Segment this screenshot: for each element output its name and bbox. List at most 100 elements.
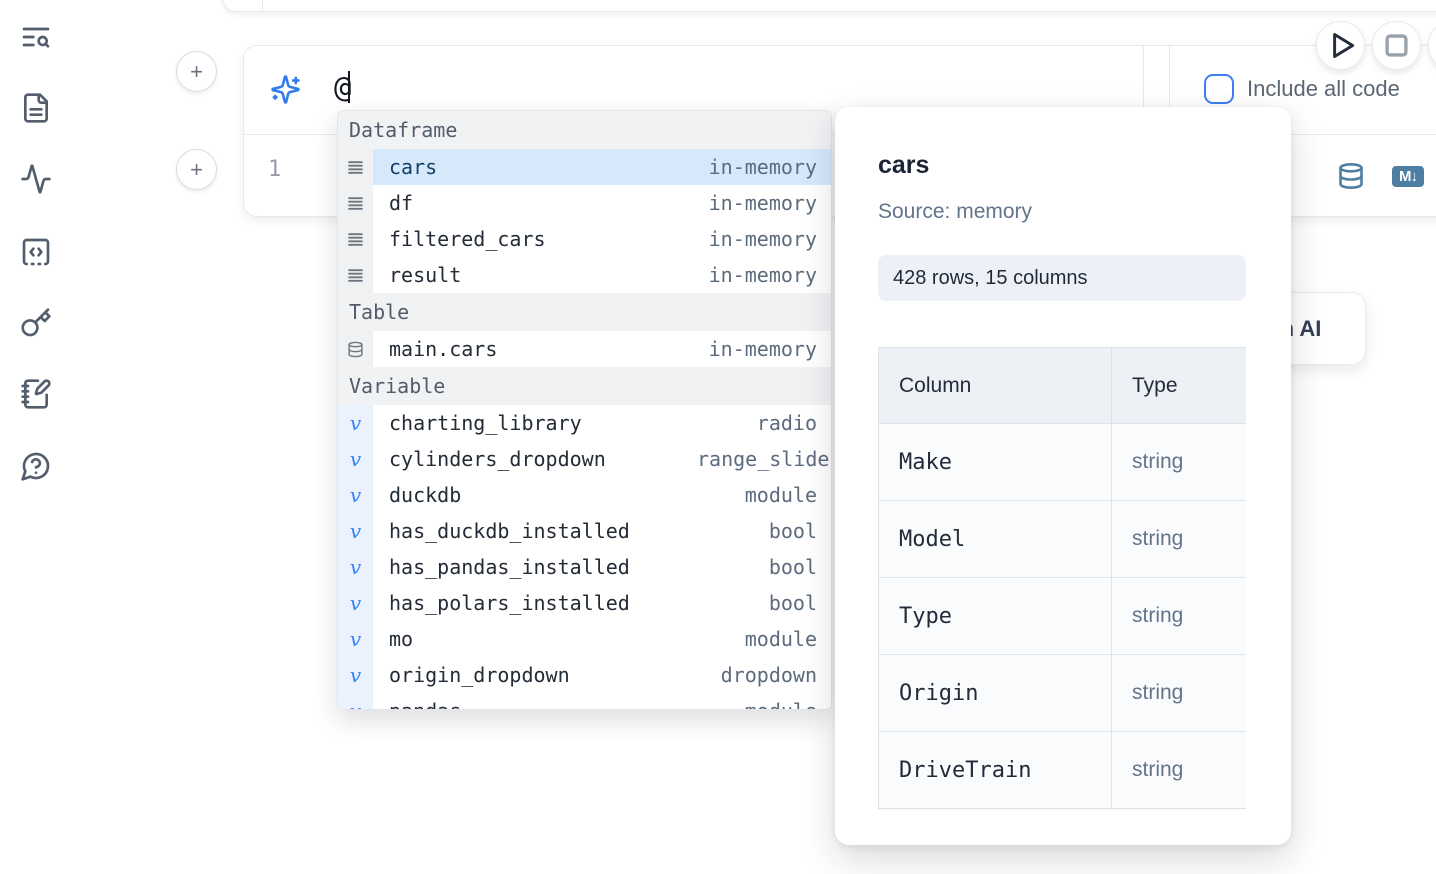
autocomplete-item[interactable]: v pandas module — [338, 693, 831, 709]
preview-source: Source: memory — [878, 200, 1033, 223]
preview-title: cars — [878, 151, 930, 179]
previous-cell-gutter-divider — [262, 0, 263, 11]
autocomplete-item[interactable]: v mo module — [338, 621, 831, 657]
preview-shape-badge: 428 rows, 15 columns — [878, 255, 1246, 301]
autocomplete-item[interactable]: v has_duckdb_installed bool — [338, 513, 831, 549]
section-label: Table — [349, 300, 410, 324]
ai-sparkles-icon — [270, 74, 301, 105]
variable-icon: v — [349, 627, 362, 651]
variable-icon: v — [349, 519, 362, 543]
variable-icon: v — [349, 411, 362, 435]
variable-icon: v — [349, 447, 362, 471]
autocomplete-item[interactable]: v duckdb module — [338, 477, 831, 513]
include-all-code-label: Include all code — [1247, 76, 1400, 101]
item-name: df — [389, 191, 414, 215]
schema-column-type: string — [1111, 577, 1246, 655]
previous-cell-bottom — [222, 0, 1436, 12]
item-type: in-memory — [708, 191, 817, 215]
include-all-code-checkbox[interactable] — [1204, 74, 1234, 104]
item-icon-gutter: v — [338, 185, 373, 221]
schema-column-name: Type — [878, 577, 1112, 655]
autocomplete-item[interactable]: v main.cars in-memory — [338, 331, 831, 367]
item-name: mo — [389, 627, 414, 651]
autocomplete-item[interactable]: v has_pandas_installed bool — [338, 549, 831, 585]
add-cell-button-bottom[interactable]: + — [176, 149, 217, 190]
autocomplete-item[interactable]: v cars in-memory — [338, 149, 831, 185]
item-type: bool — [768, 519, 817, 543]
item-type: bool — [768, 555, 817, 579]
item-type: in-memory — [708, 227, 817, 251]
item-icon-gutter: v — [338, 441, 373, 477]
database-sources-icon[interactable] — [1337, 162, 1365, 190]
schema-column-name: Make — [878, 423, 1112, 501]
ai-prompt-input[interactable]: @ — [334, 70, 352, 104]
stop-kernel-button[interactable] — [1372, 21, 1421, 70]
divider — [1143, 46, 1144, 133]
schema-column-type: string — [1111, 500, 1246, 578]
variable-icon: v — [350, 701, 361, 709]
schema-column-header: Column — [878, 347, 1112, 424]
schema-column-type: string — [1111, 731, 1246, 809]
key-icon[interactable] — [20, 307, 52, 339]
variable-icon: v — [349, 591, 362, 615]
divider — [1169, 46, 1170, 133]
dataframe-preview-panel: cars Source: memory 428 rows, 15 columns… — [835, 107, 1291, 845]
file-text-icon[interactable] — [20, 92, 52, 124]
activity-icon[interactable] — [20, 163, 52, 195]
run-cell-button[interactable] — [1316, 21, 1365, 70]
item-type: module — [744, 627, 817, 651]
item-name: cars — [389, 155, 438, 179]
variable-icon: v — [349, 483, 362, 507]
scratchpad-notebook-icon[interactable] — [20, 378, 52, 410]
autocomplete-item[interactable]: v filtered_cars in-memory — [338, 221, 831, 257]
schema-column-name: Origin — [878, 654, 1112, 732]
left-sidebar — [0, 0, 70, 874]
code-snippets-icon[interactable] — [20, 236, 52, 268]
item-name: has_pandas_installed — [389, 555, 630, 579]
item-name: charting_library — [389, 411, 582, 435]
item-type: dropdown — [720, 663, 817, 687]
item-type: in-memory — [708, 263, 817, 287]
autocomplete-item[interactable]: v has_polars_installed bool — [338, 585, 831, 621]
dataframe-icon — [347, 195, 364, 212]
item-icon-gutter: v — [338, 331, 373, 367]
code-editor-row[interactable]: 1 M↓ — [244, 135, 1436, 216]
item-name: filtered_cars — [389, 227, 546, 251]
autocomplete-popup: Dataframe v cars in-memory v df in-m — [337, 110, 832, 710]
item-icon-gutter: v — [338, 513, 373, 549]
item-type: in-memory — [708, 337, 817, 361]
autocomplete-section-header: Table — [338, 293, 831, 331]
item-type: radio — [756, 411, 817, 435]
text-search-icon[interactable] — [20, 21, 52, 53]
item-icon-gutter: v — [338, 621, 373, 657]
text-caret — [348, 71, 350, 103]
section-label: Variable — [349, 374, 446, 398]
variable-icon: v — [349, 663, 362, 687]
item-name: cylinders_dropdown — [389, 447, 606, 471]
autocomplete-item[interactable]: v result in-memory — [338, 257, 831, 293]
autocomplete-item[interactable]: v df in-memory — [338, 185, 831, 221]
markdown-convert-icon[interactable]: M↓ — [1392, 166, 1424, 187]
schema-column-name: Model — [878, 500, 1112, 578]
autocomplete-item[interactable]: v charting_library radio — [338, 405, 831, 441]
schema-column-type: string — [1111, 423, 1246, 501]
item-type: range_slider — [697, 447, 831, 471]
item-icon-gutter: v — [338, 585, 373, 621]
schema-column-name: DriveTrain — [878, 731, 1112, 809]
autocomplete-item[interactable]: v cylinders_dropdown range_slider — [338, 441, 831, 477]
item-icon-gutter: v — [338, 405, 373, 441]
autocomplete-item[interactable]: v origin_dropdown dropdown — [338, 657, 831, 693]
variable-icon: v — [349, 555, 362, 579]
item-name: result — [389, 263, 462, 287]
add-cell-button-top[interactable]: + — [176, 51, 217, 92]
item-name: duckdb — [389, 483, 462, 507]
help-chat-icon[interactable] — [20, 450, 52, 482]
item-name: pandas — [389, 699, 461, 709]
item-type: module — [697, 699, 817, 709]
